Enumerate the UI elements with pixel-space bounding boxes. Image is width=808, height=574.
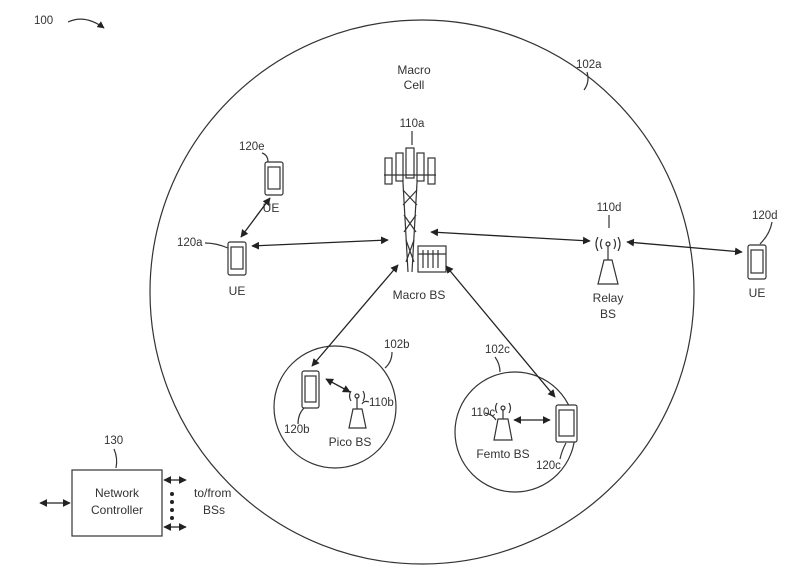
pico-bs-antenna-icon bbox=[348, 390, 367, 429]
figure-ref-100: 100 bbox=[34, 15, 53, 27]
ue-120a-ref: 120a bbox=[177, 237, 203, 249]
ue-120a-phone-icon bbox=[227, 241, 247, 276]
femto-bs-antenna-icon bbox=[493, 402, 513, 441]
ue-120d-ref-leader bbox=[759, 221, 773, 245]
macro-cell-circle bbox=[149, 19, 695, 565]
figure-ref-leader bbox=[67, 18, 105, 29]
femto-cell-ref-leader bbox=[494, 356, 501, 373]
ue-120c-ref-leader bbox=[559, 442, 567, 460]
relay-bs-label-line2: BS bbox=[600, 307, 616, 321]
ue-120b-phone-icon bbox=[301, 370, 320, 409]
network-controller-ref: 130 bbox=[104, 435, 123, 447]
macro-bs-tower-icon bbox=[384, 147, 436, 273]
ue-120d-label: UE bbox=[749, 286, 766, 300]
femto-bs-ref-leader bbox=[484, 412, 497, 421]
link-relay-bs-ue120d bbox=[626, 238, 743, 256]
ue-120b-ref-leader bbox=[297, 407, 305, 425]
link-ue120a-macro-bs bbox=[251, 236, 389, 250]
link-ue120b-pico-bs bbox=[325, 378, 351, 393]
macro-cell-ref-leader bbox=[583, 71, 589, 91]
pico-cell-ref: 102b bbox=[384, 339, 410, 351]
macro-bs-equipment-icon bbox=[417, 245, 447, 273]
pico-bs-ref: 110b bbox=[369, 397, 394, 409]
to-from-bss-line2: BSs bbox=[203, 503, 225, 517]
macro-bs-ref: 110a bbox=[400, 118, 425, 130]
pico-cell-ref-leader bbox=[384, 351, 393, 369]
network-controller-bs-links bbox=[163, 476, 187, 531]
network-controller-label-line2: Controller bbox=[91, 503, 143, 517]
macro-cell-ref: 102a bbox=[576, 59, 602, 71]
ue-120e-phone-icon bbox=[264, 161, 284, 196]
ue-120e-label: UE bbox=[263, 201, 280, 215]
macro-cell-label-line1: Macro bbox=[397, 63, 431, 77]
link-macro-bs-ue120b bbox=[311, 264, 399, 367]
to-from-bss-line1: to/from bbox=[194, 486, 231, 500]
ue-120c-phone-icon bbox=[555, 404, 578, 443]
ue-120e-ref: 120e bbox=[239, 141, 265, 153]
relay-bs-label-line1: Relay bbox=[593, 291, 624, 305]
relay-bs-ref: 110d bbox=[597, 202, 622, 214]
pico-bs-ref-leader bbox=[361, 400, 370, 405]
macro-cell-label-line2: Cell bbox=[404, 78, 425, 92]
ue-120a-label: UE bbox=[229, 284, 246, 298]
macro-bs-label: Macro BS bbox=[393, 288, 446, 302]
network-controller-label-line1: Network bbox=[95, 486, 140, 500]
link-ue120e-ue120a bbox=[240, 197, 271, 238]
network-controller-box bbox=[71, 469, 163, 537]
pico-bs-label: Pico BS bbox=[329, 435, 372, 449]
ue-120e-ref-leader bbox=[261, 152, 269, 163]
femto-bs-label: Femto BS bbox=[476, 447, 529, 461]
relay-bs-antenna-icon bbox=[595, 236, 621, 285]
link-macro-bs-relay-bs bbox=[430, 228, 591, 245]
ue-120c-ref: 120c bbox=[536, 460, 561, 472]
femto-bs-ref: 110c bbox=[471, 407, 495, 419]
ue-120a-ref-leader bbox=[204, 242, 229, 249]
ue-120d-ref: 120d bbox=[752, 210, 778, 222]
ue-120d-phone-icon bbox=[747, 244, 767, 280]
network-controller-ref-leader bbox=[113, 448, 118, 469]
ue-120b-ref: 120b bbox=[284, 424, 310, 436]
femto-cell-ref: 102c bbox=[485, 344, 510, 356]
link-macro-bs-ue120c bbox=[445, 265, 556, 398]
